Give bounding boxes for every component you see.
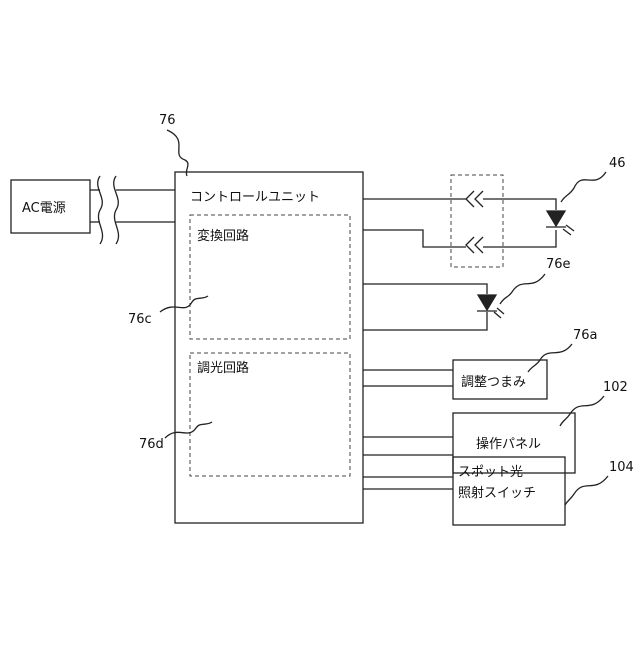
ac-power-label: AC電源: [22, 201, 66, 216]
leader-102: [560, 396, 604, 426]
ref-104: 104: [609, 460, 634, 475]
operation-panel-wires: [363, 437, 453, 455]
power-wires: [90, 176, 175, 244]
connector-box: [451, 175, 503, 267]
control-unit-label: コントロールユニット: [190, 190, 320, 205]
spot-switch-label-1: スポット光: [458, 465, 523, 480]
leader-76a: [528, 344, 572, 372]
spot-switch-wires: [363, 477, 453, 489]
ref-76a: 76a: [573, 328, 598, 343]
leader-46: [561, 172, 606, 202]
operation-panel-label: 操作パネル: [476, 436, 541, 452]
ref-102: 102: [603, 380, 628, 395]
adjust-knob-label: 調整つまみ: [461, 375, 526, 390]
dimming-circuit-label: 調光回路: [197, 360, 249, 376]
leader-76d: [165, 422, 212, 438]
leader-76: [167, 130, 188, 176]
connector-chevron-lower: [466, 237, 483, 253]
control-unit-box: [175, 172, 363, 523]
ref-76c: 76c: [128, 312, 152, 327]
led46-wires: [363, 199, 556, 247]
ref-76: 76: [159, 113, 176, 128]
ref-46: 46: [609, 156, 626, 171]
ref-76d: 76d: [139, 437, 164, 452]
connector-chevron-upper: [466, 191, 483, 207]
conversion-circuit-label: 変換回路: [197, 228, 249, 244]
leader-104: [565, 476, 608, 505]
ref-76e: 76e: [546, 257, 571, 272]
led-76e-symbol: [477, 295, 504, 318]
leader-76c: [160, 296, 208, 312]
leader-76e: [500, 274, 545, 304]
adjust-knob-wires: [363, 370, 453, 386]
led-46-symbol: [546, 211, 574, 235]
led76e-wires: [363, 284, 487, 330]
spot-switch-label-2: 照射スイッチ: [458, 485, 536, 501]
